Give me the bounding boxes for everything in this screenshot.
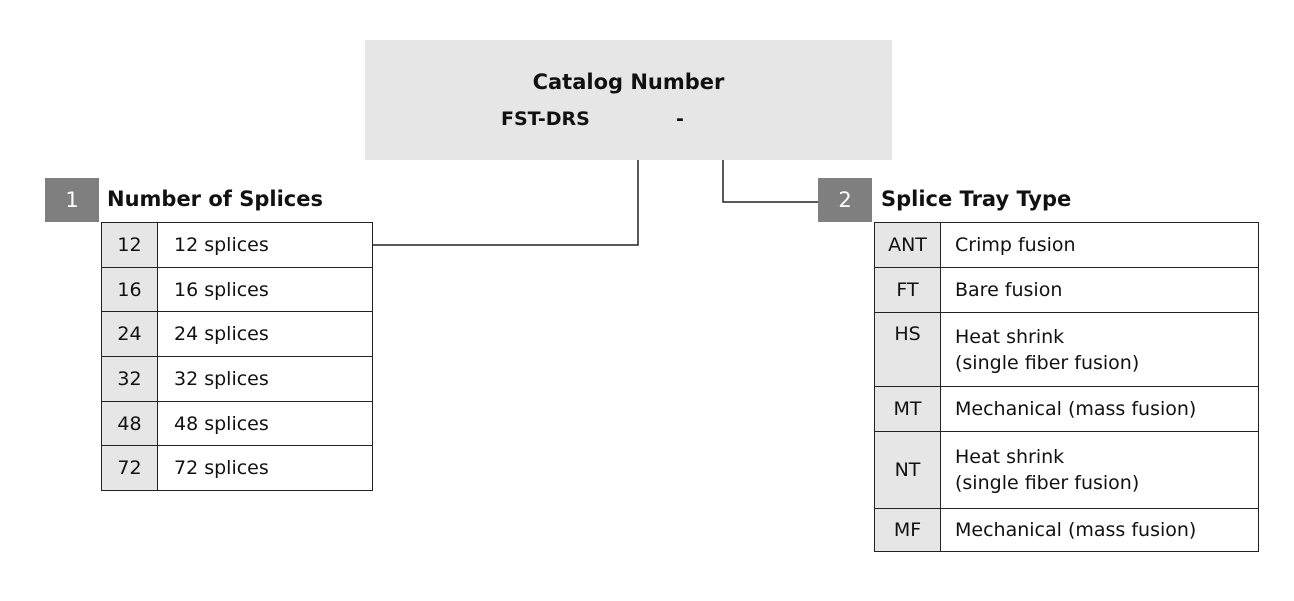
table-row: NT Heat shrink (single fiber fusion) (874, 431, 1259, 509)
option-description-line1: Heat shrink (955, 325, 1065, 348)
option-code: 24 (101, 311, 158, 358)
option-description-line2: (single fiber fusion) (955, 351, 1140, 374)
catalog-title: Catalog Number (532, 70, 725, 94)
section-2-title: Splice Tray Type (881, 187, 1072, 211)
option-description: 72 splices (157, 445, 373, 492)
connector-line-2 (722, 147, 818, 203)
option-description: Heat shrink (single fiber fusion) (940, 312, 1259, 387)
table-row: 48 48 splices (101, 400, 373, 447)
catalog-separator: - (676, 108, 684, 130)
option-code: MT (874, 386, 941, 432)
option-code: ANT (874, 222, 941, 268)
option-code: 12 (101, 222, 158, 268)
table-row: 24 24 splices (101, 311, 373, 358)
table-row: FT Bare fusion (874, 267, 1259, 313)
option-description: 12 splices (157, 222, 373, 268)
section-1-badge: 1 (45, 178, 99, 222)
option-description: Crimp fusion (940, 222, 1259, 268)
catalog-number-panel: Catalog Number FST-DRS - (365, 40, 892, 160)
option-description-line2: (single fiber fusion) (955, 472, 1140, 494)
option-description: 24 splices (157, 311, 373, 358)
option-code: FT (874, 267, 941, 313)
table-row: 16 16 splices (101, 266, 373, 313)
option-description: Bare fusion (940, 267, 1259, 313)
catalog-code: FST-DRS (501, 108, 590, 130)
connector-line-1 (373, 147, 639, 246)
option-description: Mechanical (mass fusion) (940, 508, 1259, 552)
table-row: ANT Crimp fusion (874, 222, 1259, 268)
option-code: 48 (101, 400, 158, 447)
option-description: Heat shrink (single fiber fusion) (940, 431, 1259, 509)
splices-table: 12 12 splices 16 16 splices 24 24 splice… (101, 222, 373, 492)
option-code: 72 (101, 445, 158, 492)
option-code: 16 (101, 266, 158, 313)
table-row: HS Heat shrink (single fiber fusion) (874, 312, 1259, 387)
option-description: 16 splices (157, 266, 373, 313)
section-1-title: Number of Splices (107, 187, 323, 211)
table-row: 72 72 splices (101, 445, 373, 492)
option-description: 32 splices (157, 356, 373, 402)
table-row: 12 12 splices (101, 222, 373, 268)
table-row: MT Mechanical (mass fusion) (874, 386, 1259, 432)
option-description: Mechanical (mass fusion) (940, 386, 1259, 432)
table-row: 32 32 splices (101, 356, 373, 402)
table-row: MF Mechanical (mass fusion) (874, 508, 1259, 552)
option-code: MF (874, 508, 941, 552)
option-description-line1: Heat shrink (955, 446, 1065, 468)
section-2-badge: 2 (818, 178, 872, 222)
option-description: 48 splices (157, 400, 373, 447)
option-code: 32 (101, 356, 158, 402)
splice-tray-table: ANT Crimp fusion FT Bare fusion HS Heat … (874, 222, 1259, 552)
option-code: HS (874, 312, 941, 387)
option-code: NT (874, 431, 941, 509)
